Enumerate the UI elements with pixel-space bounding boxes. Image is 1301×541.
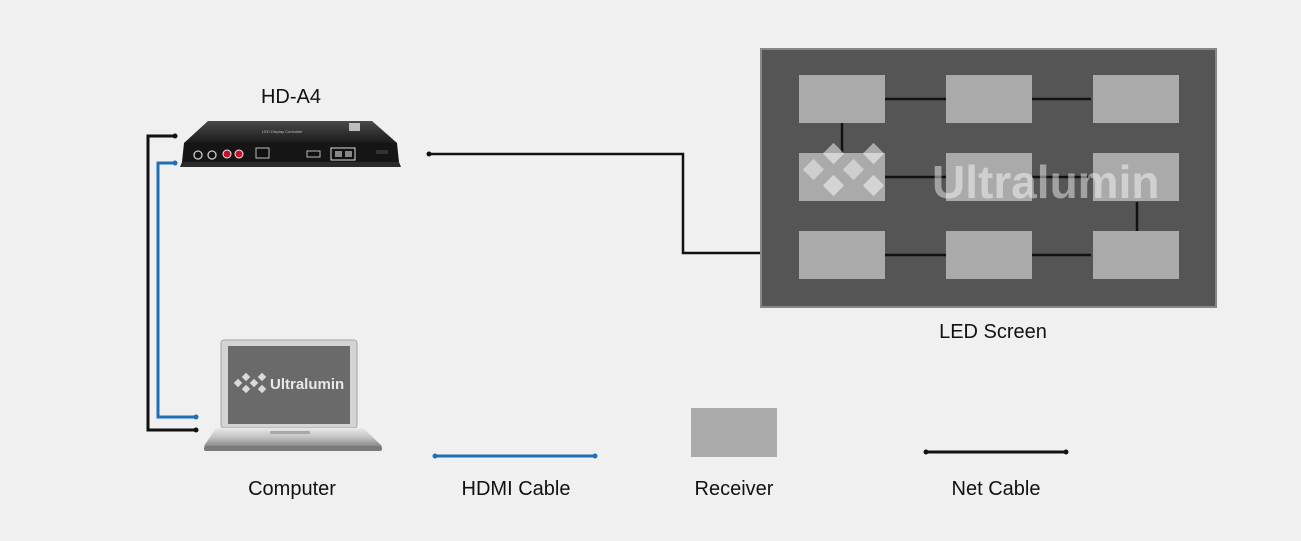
led-screen-border <box>760 48 1217 308</box>
receiver-module <box>946 153 1032 201</box>
receiver-module <box>799 231 885 279</box>
hdmi-cable-endpoint <box>172 160 178 166</box>
legend-net-label: Net Cable <box>952 478 1041 500</box>
hdmi-cable-endpoint <box>193 414 199 420</box>
net-cable-endpoint <box>426 151 432 157</box>
computer-label: Computer <box>248 478 336 500</box>
laptop-icon: Ultralumin <box>204 339 382 451</box>
controller-label: HD-A4 <box>261 86 321 108</box>
led-screen-label: LED Screen <box>939 321 1047 343</box>
legend-net-endpoint <box>1063 449 1069 455</box>
legend: HDMI Cable Receiver Net Cable <box>432 408 1069 500</box>
receiver-module <box>1093 231 1179 279</box>
receiver-module <box>799 75 885 123</box>
receiver-grid <box>799 75 1179 279</box>
ultralumin-logo-icon <box>802 142 885 197</box>
legend-receiver-label: Receiver <box>695 478 774 500</box>
media-player-box-icon: LED Display Controller <box>180 121 401 167</box>
laptop-ultralumin-logo-icon <box>233 372 267 394</box>
receiver-module <box>1093 75 1179 123</box>
legend-hdmi-endpoint <box>592 453 598 459</box>
receiver-module <box>946 231 1032 279</box>
led-screen-wiring <box>840 97 1139 257</box>
legend-hdmi-label: HDMI Cable <box>462 478 571 500</box>
receiver-module <box>946 75 1032 123</box>
legend-net-endpoint <box>923 449 929 455</box>
net-cable-endpoint <box>172 133 178 139</box>
led-screen: Ultralumin <box>760 48 1217 308</box>
receiver-module <box>1093 153 1179 201</box>
net-cable-endpoint <box>193 427 199 433</box>
net-cable-controller-computer <box>146 134 196 432</box>
hdmi-cable-controller-computer <box>156 161 196 419</box>
net-cable-controller-screen <box>429 152 799 255</box>
laptop-watermark-text: Ultralumin <box>270 376 344 393</box>
screen-watermark-text: Ultralumin <box>932 156 1159 208</box>
svg-text:LED Display Controller: LED Display Controller <box>262 129 303 134</box>
legend-hdmi-endpoint <box>432 453 438 459</box>
legend-receiver-swatch <box>691 408 777 457</box>
